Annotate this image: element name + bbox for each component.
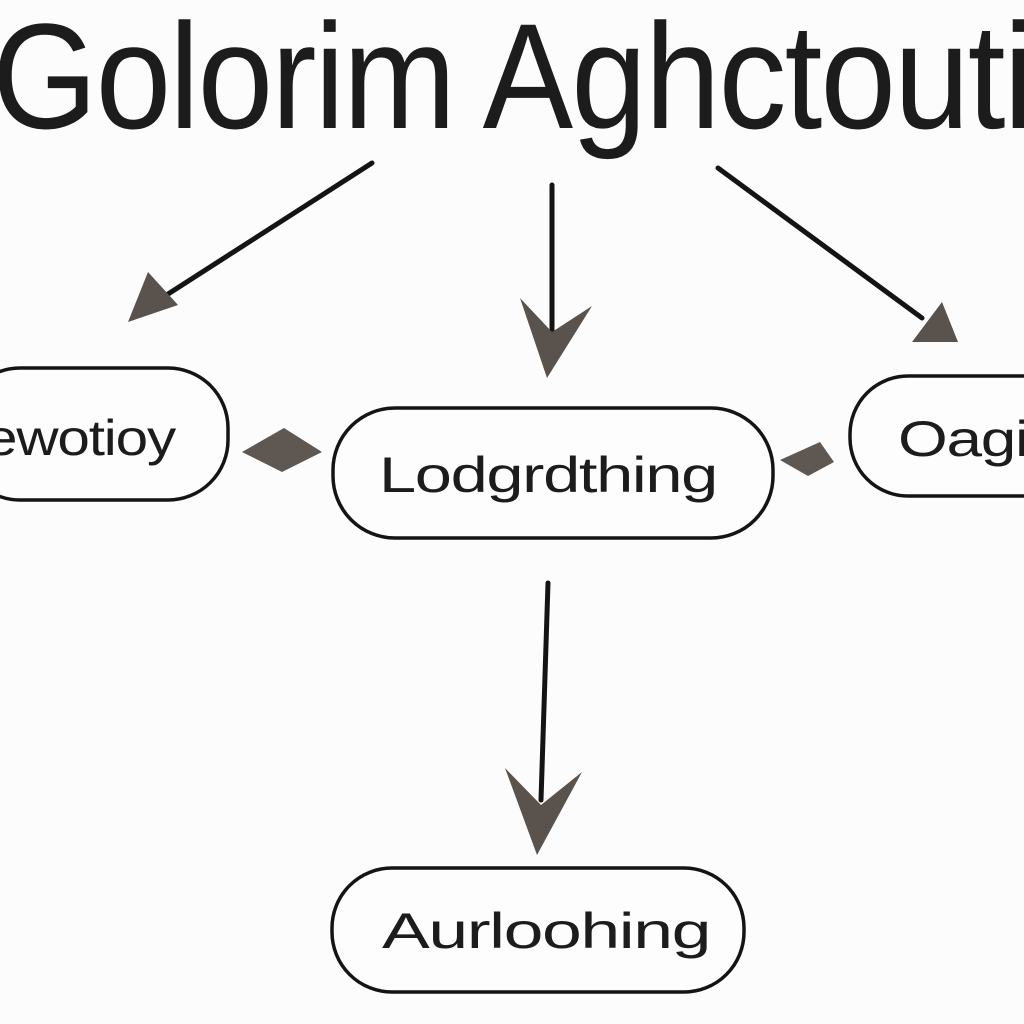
edge-center-to-bottom xyxy=(505,580,582,855)
edge-line xyxy=(162,160,375,299)
node-bottom-shape xyxy=(330,866,746,994)
arrowhead xyxy=(505,768,582,855)
arrowhead xyxy=(520,298,592,378)
node-right[interactable]: Oagi xyxy=(848,374,1024,498)
connector-left-center xyxy=(242,428,322,472)
arrowhead xyxy=(912,302,958,342)
edge-title-to-left xyxy=(128,160,375,322)
node-left-shape xyxy=(0,366,230,502)
node-center-shape xyxy=(331,406,775,540)
node-center[interactable]: Lodgrdthing xyxy=(331,406,775,540)
edge-line xyxy=(538,580,551,803)
node-bottom-label: Aurloohing xyxy=(382,903,710,959)
node-left-label: ewotioy xyxy=(0,410,176,466)
node-left[interactable]: ewotioy xyxy=(0,366,230,502)
node-bottom[interactable]: Aurloohing xyxy=(330,866,746,994)
connector-center-right xyxy=(780,442,834,476)
node-right-shape xyxy=(848,374,1024,498)
edge-title-to-center xyxy=(520,182,592,378)
arrowhead xyxy=(128,272,178,322)
edge-line xyxy=(715,165,925,321)
edge-title-to-right xyxy=(715,165,958,342)
node-right-label: Oagi xyxy=(898,411,1024,467)
node-center-label: Lodgrdthing xyxy=(379,447,717,503)
diagram-title: Golorim Aghctouti xyxy=(0,0,1024,160)
